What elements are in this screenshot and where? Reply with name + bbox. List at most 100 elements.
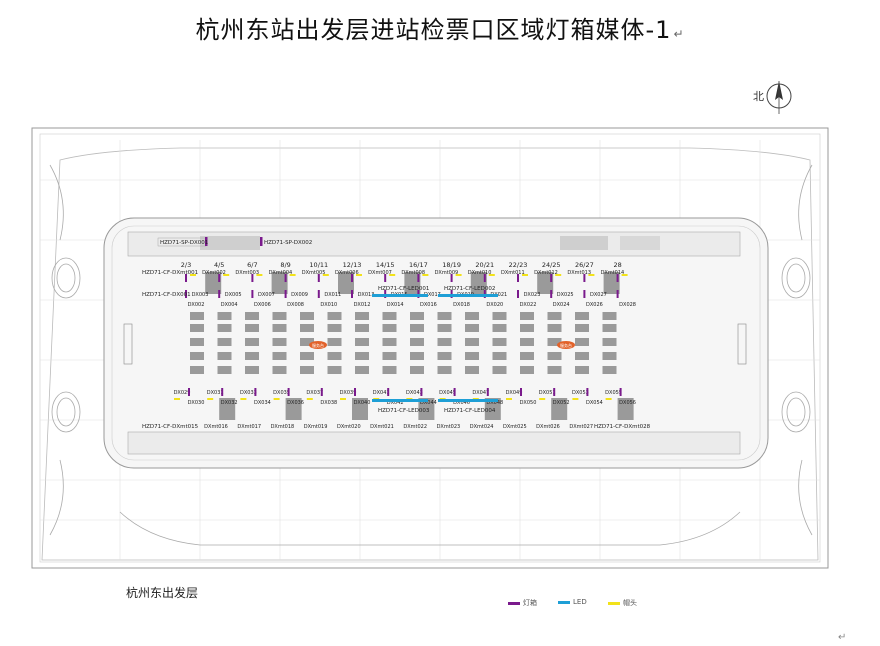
- seat-block: [355, 324, 369, 332]
- lightbox-mark: [218, 290, 221, 298]
- seat-block: [217, 352, 232, 360]
- seat-block: [382, 352, 397, 360]
- lightbox-mark: [218, 274, 221, 282]
- lightbox-mark: [583, 274, 586, 282]
- gate-booth: [338, 272, 354, 294]
- seat-block: [465, 312, 479, 320]
- dx-label: DX033: [240, 390, 257, 396]
- seat-block: [327, 366, 342, 374]
- seat-block: [602, 324, 617, 332]
- top-strip-dark-2: [560, 236, 608, 250]
- seat-block: [382, 338, 397, 346]
- seat-block: [327, 312, 342, 320]
- seat-block: [437, 366, 452, 374]
- seat-block: [520, 324, 534, 332]
- cap-mark: [539, 398, 546, 400]
- callout-lower-right: HZD71-CF-DXmt028: [594, 424, 651, 430]
- legend-label-lightbox: 灯箱: [523, 599, 537, 607]
- dx-label: DX005: [225, 292, 242, 298]
- door-right: [737, 323, 747, 365]
- seat-block: [437, 324, 452, 332]
- cap-mark: [522, 274, 528, 276]
- callout-upper-left-2: HZD71-CF-DX001: [142, 292, 191, 298]
- seat-block: [300, 352, 314, 360]
- gate-label: 4/5: [214, 261, 224, 269]
- north-arrow-icon: [766, 81, 792, 114]
- dx-label: DX013: [358, 292, 375, 298]
- return-mark: ↵: [673, 27, 685, 41]
- seat-block: [547, 312, 562, 320]
- dx-label: DX018: [453, 302, 470, 308]
- door-left: [123, 323, 133, 365]
- lightbox-mark: [417, 274, 420, 282]
- dx-label: DX053: [572, 390, 589, 396]
- lightbox-mark: [486, 388, 489, 396]
- callout-led-003: HZD71-CF-LED003: [378, 408, 430, 414]
- lightbox-mark: [185, 274, 187, 282]
- lightbox-mark: [550, 274, 553, 282]
- concourse-inner: [111, 225, 761, 461]
- seat-block: [217, 324, 232, 332]
- dx-label: DX009: [291, 292, 308, 298]
- dx-label: DX049: [506, 390, 523, 396]
- lightbox-mark: [586, 388, 589, 396]
- seat-block: [327, 324, 342, 332]
- north-label: 北: [753, 90, 764, 103]
- seat-block: [272, 312, 287, 320]
- legend-swatch-lightbox: [508, 601, 520, 605]
- lightbox-mark: [520, 388, 522, 396]
- gate-label: 2/3: [181, 261, 191, 269]
- lightbox-mark: [251, 274, 254, 282]
- dx-label: DX037: [306, 390, 323, 396]
- seat-block: [410, 352, 424, 360]
- seat-block: [492, 324, 507, 332]
- dxmt-label: DXmt021: [370, 424, 394, 430]
- seat-block: [245, 312, 259, 320]
- dx-label: DX029: [174, 390, 191, 396]
- dxmt-label: DXmt024: [470, 424, 494, 430]
- dx-label: DX047: [472, 390, 489, 396]
- dx-label: DX051: [539, 390, 556, 396]
- dx-label: DX004: [221, 302, 238, 308]
- callout-sp-002: HZD71-SP-DX002: [264, 240, 312, 246]
- cap-mark: [506, 398, 512, 400]
- dxmt-label: DXmt016: [204, 424, 228, 430]
- dxmt-label: DXmt008: [401, 270, 425, 276]
- lightbox-mark: [188, 388, 190, 396]
- seat-block: [437, 312, 452, 320]
- dx-label: DX040: [354, 400, 371, 406]
- gate-label: 16/17: [409, 261, 428, 269]
- dx-label: DX043: [406, 390, 423, 396]
- dx-label: DX027: [590, 292, 607, 298]
- legend-swatch-led: [558, 600, 570, 604]
- dxmt-label: DXmt003: [235, 270, 259, 276]
- gate-booth: [404, 272, 421, 294]
- legend-label-led: LED: [573, 598, 587, 606]
- legend-swatch-cap: [608, 601, 620, 605]
- lightbox-mark: [553, 388, 556, 396]
- dx-label: DX003: [192, 292, 209, 298]
- lightbox-mark: [453, 388, 456, 396]
- dxmt-label: DXmt017: [237, 424, 261, 430]
- seat-block: [245, 366, 259, 374]
- dx-label: DX011: [324, 292, 341, 298]
- dx-label: DX017: [424, 292, 441, 298]
- seat-block: [547, 338, 562, 346]
- dx-label: DX008: [287, 302, 304, 308]
- dx-label: DX044: [420, 400, 437, 406]
- top-strip-dark-3: [620, 236, 660, 250]
- seat-block: [410, 312, 424, 320]
- dx-label: DX039: [340, 390, 357, 396]
- info-desk-2: 服务台: [560, 342, 572, 348]
- seat-block: [437, 338, 452, 346]
- seat-block: [547, 366, 562, 374]
- seat-block: [217, 338, 232, 346]
- cap-mark: [306, 398, 313, 400]
- cap-mark: [190, 274, 196, 276]
- gate-label: 10/11: [309, 261, 328, 269]
- seat-block: [272, 338, 287, 346]
- dx-label: DX054: [586, 400, 603, 406]
- gate-label: 6/7: [247, 261, 257, 269]
